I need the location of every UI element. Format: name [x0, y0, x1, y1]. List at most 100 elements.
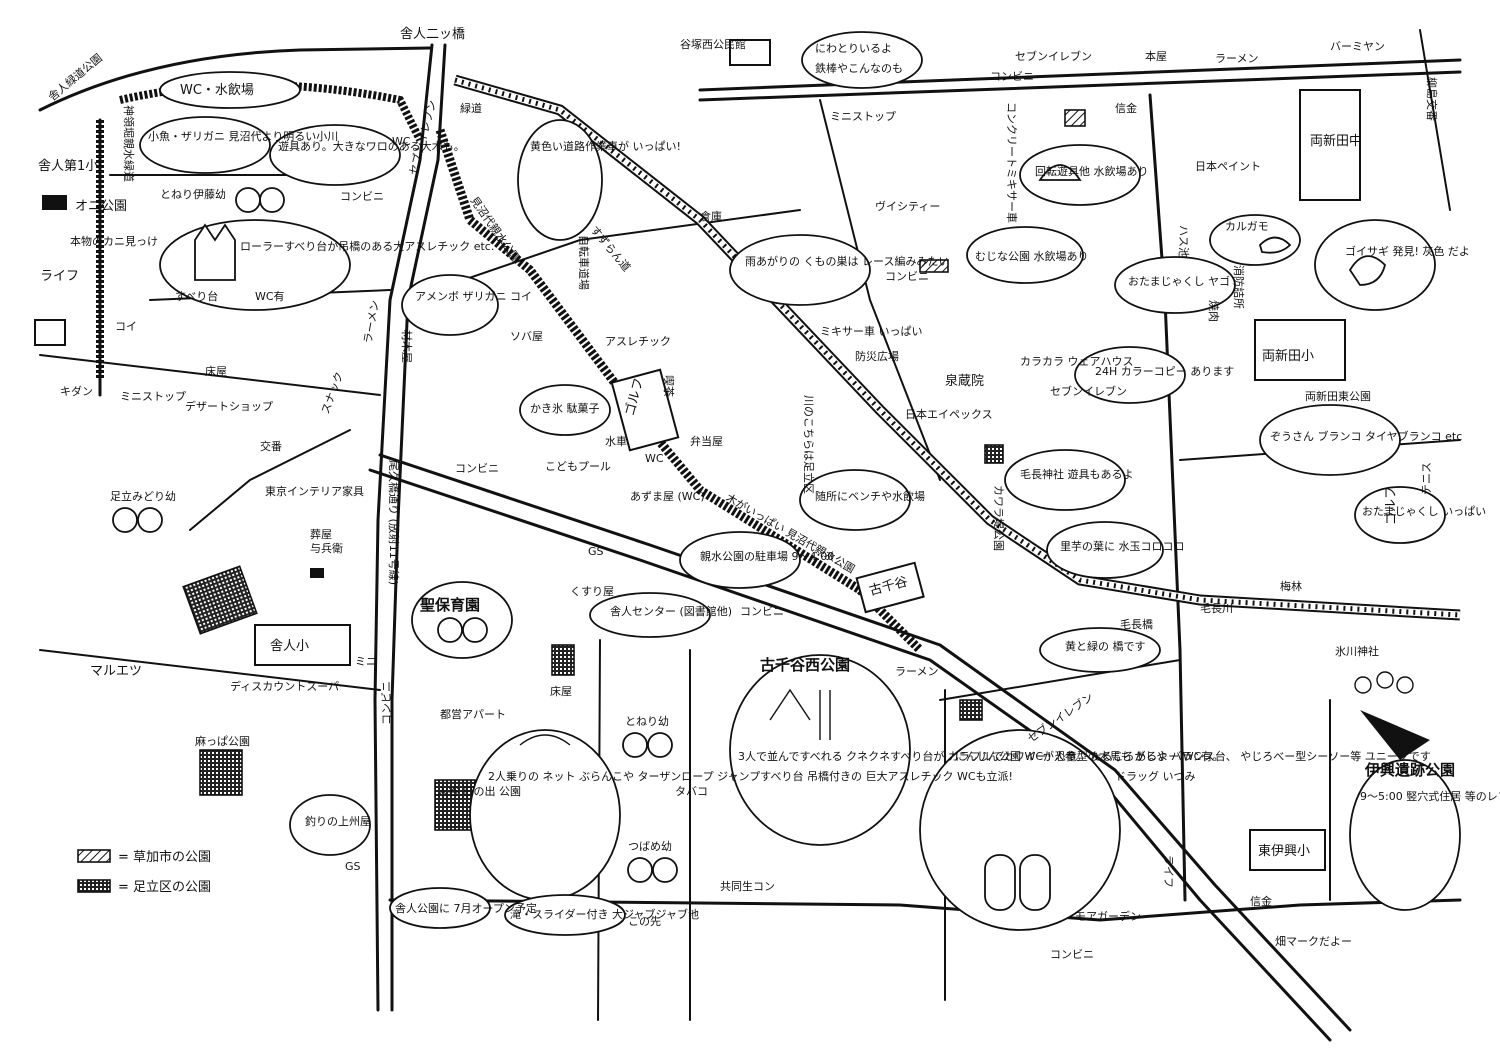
label-bairin: 梅林 [1280, 579, 1302, 593]
road-top-right [698, 58, 1462, 92]
label-conv-right: コンビニ [885, 270, 929, 283]
label-mini-shop: ミニ [355, 655, 377, 668]
bird-icon [1348, 255, 1386, 286]
label-nihon-paint: 日本ペイント [1195, 159, 1261, 173]
label-nijiiro: 雨あがりの くもの巣は レース編みみたい [745, 254, 949, 268]
label-hikawa-jinja: 氷川神社 [1335, 644, 1379, 658]
label-ramen-top: ラーメン [1215, 52, 1259, 65]
label-tsuri: 釣りの上州屋 [305, 814, 371, 828]
label-nihon-elem: 日本エイペックス [905, 407, 993, 421]
label-honya: 本屋 [1145, 49, 1167, 63]
label-kozakana: 小魚・ザリガニ 見沼代より明るい小川 [148, 129, 338, 143]
road-right-vertical [1148, 93, 1187, 902]
face-icon [437, 617, 463, 643]
label-toneri-yo: とねり幼 [625, 715, 669, 728]
label-conv-center: コンビニ [455, 462, 499, 475]
label-toneri-1-sho: 舎人第1小 [38, 159, 98, 174]
label-kenaga-bashi: 毛長橋 [1120, 617, 1153, 631]
net-swing-icon [519, 734, 571, 746]
label-conv-c2: コンビニ [740, 605, 784, 618]
label-kusuriya: くすり屋 [570, 585, 614, 598]
label-yugu-ari: 遊具あり。大きなワロのある大木も。 [278, 139, 465, 153]
label-kaiten-yugu: 回転遊具他 水飲場あり [1035, 164, 1149, 178]
label-oni-koen: オニ公園 [75, 199, 127, 214]
label-ki-midori: 黄と緑の 橋です [1065, 639, 1146, 653]
label-fushi-koen: 麻っぱ公園 [195, 734, 250, 748]
label-midori-michi: 緑道 [460, 101, 482, 115]
label-yakiniku: 焼肉 [1207, 300, 1220, 322]
label-kidan: キダン [60, 384, 93, 398]
road-top-left [38, 46, 432, 112]
label-tennis: テニス [1420, 462, 1433, 495]
face-icon [112, 507, 138, 533]
tree-icon [1396, 676, 1414, 694]
building-ryoshinden-chu [1299, 89, 1361, 201]
legend-soka-swatch [77, 849, 111, 863]
label-maruetsu: マルエツ [90, 664, 142, 679]
park-iko-mark [1360, 710, 1430, 760]
label-senzoin: 泉蔵院 [945, 373, 984, 389]
legend: = 草加市の公園 = 足立区の公園 [77, 849, 211, 895]
toneri-green-path-top [119, 81, 424, 142]
label-higashi-iko-sho: 東伊興小 [1258, 843, 1310, 859]
label-ministop-top: ミニストップ [830, 110, 896, 123]
label-tabako: タバコ [675, 785, 708, 798]
label-ramen-center: ラーメン [361, 299, 381, 344]
road-diagonal-main [368, 468, 1332, 1042]
label-soba: ソバ屋 [510, 330, 543, 343]
label-soukou: 倉庫 [700, 209, 722, 223]
park-small-mark [310, 568, 324, 578]
label-mujina: むじな公園 水飲場あり [975, 249, 1089, 263]
label-wc-left: WC [392, 135, 411, 148]
label-tokyo-interior: 東京インテリア家具 [265, 484, 364, 498]
label-conv-right-bottom: コンビニ [1050, 948, 1094, 961]
label-sannin-bubble: 3人で並んですべれる クネクネすべり台が カラフルでカワイー! 恐竜型の木馬も … [738, 749, 1223, 763]
label-toneri-center: 舎人センター (図書館他) [610, 604, 732, 618]
label-satoimo: 里芋の葉に 水玉コロコロ [1060, 539, 1185, 553]
label-kenaga-jinja: 毛長神社 遊具もあるよ [1020, 467, 1134, 481]
label-life-left: ライフ [40, 269, 79, 284]
label-kuzuya: 葬屋 [310, 528, 332, 541]
face-icon [462, 617, 488, 643]
park-adachi-2 [551, 644, 575, 676]
label-shinsui-chusha: 親水公園の駐車場 9〜4:00 [700, 549, 834, 563]
label-honmono-kani: 本物のカニ見っけ [70, 234, 158, 248]
label-toneri-ito: とねり伊藤幼 [160, 188, 226, 201]
tree-icon [1354, 676, 1372, 694]
oni-icon [194, 223, 236, 281]
label-wc-center: WC [645, 452, 664, 465]
label-otama2: おたまじゃくし いっぱい [1362, 505, 1486, 518]
label-bentoya: 弁当屋 [690, 434, 723, 448]
label-gs-center: GS [588, 545, 604, 558]
park-oni-mark [42, 195, 67, 210]
label-kamiryo-boshui: 神領堀親水緑道 [122, 105, 136, 182]
carrot-toilet-icon [984, 854, 1016, 911]
label-ryoshinden-sho: 両新田小 [1262, 348, 1314, 364]
label-kenaga-gawa: 毛長川 [1200, 602, 1233, 615]
label-yoheiya: 与兵衛 [310, 542, 343, 555]
building-golf [610, 368, 680, 452]
label-kawa-kochira: 川のこちらは足立区 [802, 395, 816, 494]
label-furuyayanishi-koen: 古千谷西公園 [760, 656, 850, 674]
label-net-bubble: 2人乗りの ネット ぶらんこや ターザンロープ ジャンプすべり台 吊橋付きの 巨… [488, 769, 1013, 783]
park-adachi-3 [984, 444, 1004, 464]
label-moa-garden: モアガーデン [1075, 909, 1141, 923]
legend-adachi-swatch [77, 879, 111, 893]
label-toneri-sho: 舎人小 [270, 639, 309, 654]
label-mixer-car: ミキサー車 いっぱい [820, 324, 923, 338]
building-furuyaya [855, 561, 925, 614]
label-azumaya: あずま屋 (WC) [630, 490, 705, 503]
label-seven-lower: セブンイレブン [1025, 690, 1096, 746]
label-kasuga: カルガモ [1225, 220, 1269, 233]
label-seven-right: セブンイレブン [1050, 384, 1127, 398]
label-golf-right: ゴルフ [1383, 486, 1399, 525]
railway-inner [454, 76, 1461, 619]
label-suberidai: すべり台 [175, 289, 218, 303]
label-kono-saki: この先 [628, 915, 661, 928]
park-iriya-hinode [434, 779, 476, 831]
label-toei-apart: 都営アパート [440, 707, 506, 721]
label-roller-suberi: ローラーすべり台か吊橋のある大アスレチック etc. [240, 239, 494, 253]
label-concrete-mixer: コンクリートミキサー車 [1005, 102, 1019, 223]
label-iseki-desc: 9〜5:00 竪穴式住居 等のレプリカ や、資料館。 しろつめ草の 原っぱも。 [1360, 789, 1500, 803]
label-kinjo: 随所にベンチや水飲場 [815, 489, 925, 503]
